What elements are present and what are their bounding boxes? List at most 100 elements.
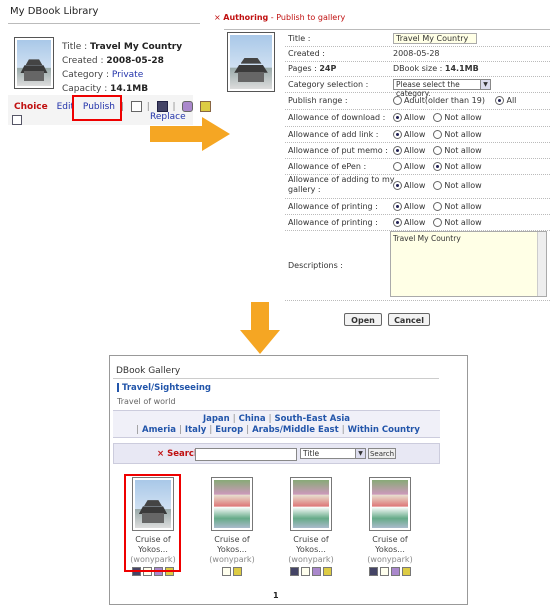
copy-icon[interactable]	[130, 101, 142, 112]
not-allow-label: Not allow	[444, 218, 482, 227]
star-icon[interactable]	[200, 101, 212, 112]
form-label: Allowance of ePen :	[288, 162, 367, 171]
region-link-europe[interactable]: Europ	[215, 425, 244, 435]
memo-icon[interactable]	[301, 567, 310, 576]
book-cover[interactable]	[211, 477, 253, 531]
region-link-middle-east[interactable]: Arabs/Middle East	[252, 425, 339, 435]
authoring-header: × Authoring - Publish to gallery	[214, 13, 345, 22]
link-icon[interactable]	[182, 101, 194, 112]
category-select[interactable]: Please select the category. ▼	[393, 79, 491, 98]
edit-link[interactable]: Edit	[56, 102, 75, 112]
book-owner: (wonypark)	[130, 555, 176, 564]
upload-icon[interactable]	[156, 101, 168, 112]
open-button[interactable]: Open	[344, 313, 382, 326]
region-link-japan[interactable]: Japan	[202, 414, 230, 424]
form-row-epen: Allowance of ePen : Allow Not allow	[285, 158, 550, 175]
upload-icon[interactable]	[290, 567, 299, 576]
allow-radio[interactable]	[393, 113, 402, 122]
publish-link[interactable]: Publish	[82, 102, 116, 112]
select-checkbox[interactable]	[12, 115, 22, 125]
book-owner: (wonypark)	[288, 555, 334, 564]
market-image	[214, 480, 250, 528]
star-icon[interactable]	[233, 567, 242, 576]
library-title: My DBook Library	[10, 6, 99, 17]
action-separator: |	[146, 102, 150, 112]
form-label: DBook size :	[393, 64, 445, 73]
gallery-category[interactable]: Travel/Sightseeing	[117, 383, 211, 393]
search-marker-icon: ×	[157, 449, 165, 459]
market-image	[372, 480, 408, 528]
search-button[interactable]: Search	[368, 448, 396, 459]
authoring-marker-icon: ×	[214, 13, 221, 22]
allow-radio[interactable]	[393, 130, 402, 139]
memo-icon[interactable]	[380, 567, 389, 576]
title-label: Title :	[62, 42, 91, 52]
descriptions-textarea[interactable]: Travel My Country	[390, 231, 547, 297]
search-input[interactable]	[195, 448, 297, 461]
chevron-down-icon: ▼	[355, 449, 365, 458]
search-label: × Search	[157, 449, 200, 459]
not-allow-label: Not allow	[444, 113, 482, 122]
not-allow-radio[interactable]	[433, 202, 443, 211]
allow-radio[interactable]	[393, 146, 402, 155]
not-allow-radio[interactable]	[433, 113, 443, 122]
not-allow-radio[interactable]	[433, 218, 443, 227]
link-icon[interactable]	[391, 567, 400, 576]
star-icon[interactable]	[323, 567, 332, 576]
region-link-america[interactable]: Ameria	[142, 425, 177, 435]
book-cover[interactable]	[369, 477, 411, 531]
textarea-scrollbar[interactable]	[537, 232, 546, 296]
not-allow-radio[interactable]	[433, 162, 443, 171]
link-icon[interactable]	[312, 567, 321, 576]
search-field-select[interactable]: Title▼	[300, 448, 366, 459]
page-number[interactable]: 1	[273, 591, 279, 600]
category-value[interactable]: Private	[111, 70, 144, 80]
cancel-button[interactable]: Cancel	[388, 313, 430, 326]
book-icons	[360, 567, 420, 576]
adult-option-label: Adult(older than 19)	[404, 96, 485, 105]
book-icons	[281, 567, 341, 576]
book-cover[interactable]	[132, 477, 174, 531]
allow-radio[interactable]	[393, 162, 402, 171]
not-allow-radio[interactable]	[433, 146, 443, 155]
adult-radio[interactable]	[393, 96, 402, 105]
allow-label: Allow	[404, 162, 426, 171]
chevron-down-icon: ▼	[480, 80, 490, 89]
book-cover[interactable]	[290, 477, 332, 531]
gallery-title: DBook Gallery	[116, 366, 181, 376]
not-allow-radio[interactable]	[433, 181, 443, 190]
memo-icon[interactable]	[222, 567, 231, 576]
arrow-down-icon	[240, 302, 280, 354]
upload-icon[interactable]	[369, 567, 378, 576]
library-divider	[8, 23, 200, 24]
allow-radio[interactable]	[393, 218, 402, 227]
region-link-china[interactable]: China	[238, 414, 266, 424]
form-row-publish-range: Publish range : Adult(older than 19) All	[285, 92, 550, 110]
replace-link[interactable]: Replace	[150, 112, 186, 122]
region-link-southeast-asia[interactable]: South-East Asia	[274, 414, 351, 424]
size-value: 14.1MB	[444, 64, 479, 73]
not-allow-label: Not allow	[444, 162, 482, 171]
category-select-value: Please select the category.	[396, 80, 460, 98]
form-label: Allowance of printing :	[288, 202, 378, 211]
star-icon[interactable]	[402, 567, 411, 576]
allow-label: Allow	[404, 113, 426, 122]
book-owner: (wonypark)	[209, 555, 255, 564]
capacity-label: Capacity :	[62, 84, 111, 94]
all-radio[interactable]	[495, 96, 505, 105]
form-label: Allowance of download :	[288, 113, 386, 122]
allow-radio[interactable]	[393, 202, 402, 211]
region-link-within-country[interactable]: Within Country	[347, 425, 420, 435]
allow-radio[interactable]	[393, 181, 402, 190]
choice-label: Choice	[14, 102, 48, 112]
region-link-italy[interactable]: Italy	[184, 425, 207, 435]
library-book-thumbnail[interactable]	[14, 37, 54, 89]
not-allow-radio[interactable]	[433, 130, 443, 139]
title-field[interactable]: Travel My Country	[393, 33, 477, 44]
